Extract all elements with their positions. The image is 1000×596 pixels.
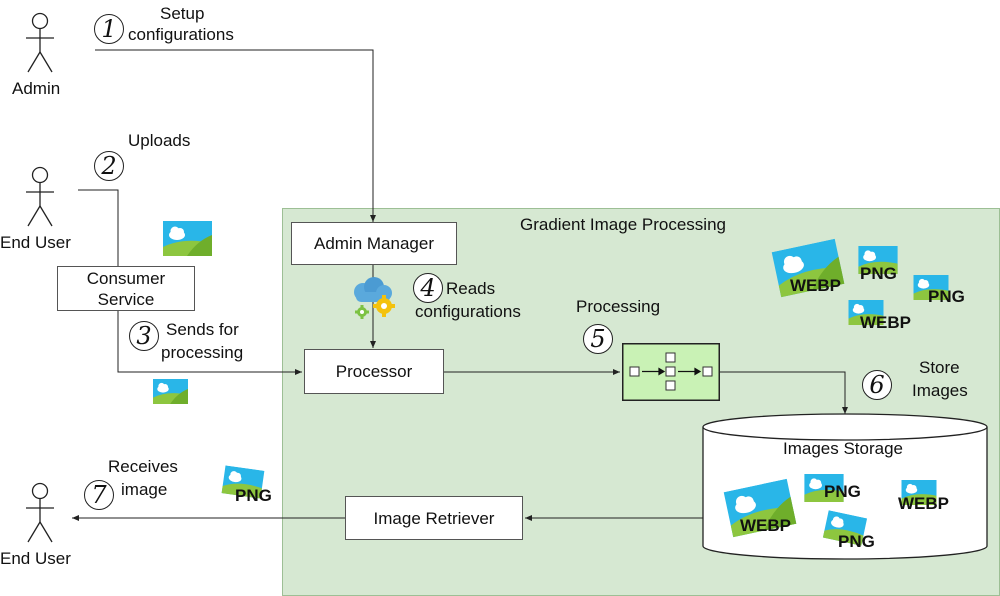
cloud-gear-icon bbox=[354, 277, 395, 319]
region-title: Gradient Image Processing bbox=[520, 215, 726, 234]
step-1-label-line2: configurations bbox=[128, 25, 234, 44]
format-png-label: PNG bbox=[860, 264, 897, 283]
step-5-label: Processing bbox=[576, 297, 661, 316]
step-3-badge: 3 bbox=[129, 321, 159, 351]
image-icon bbox=[901, 480, 937, 505]
step-3-label-line2: processing bbox=[161, 343, 244, 362]
image-icon bbox=[221, 465, 265, 499]
person-icon bbox=[26, 12, 54, 73]
format-png-label: PNG bbox=[824, 482, 861, 501]
image-icon bbox=[771, 238, 845, 298]
consumer-service-label-line2: Service bbox=[97, 289, 155, 309]
image-retriever-box: Image Retriever bbox=[345, 496, 523, 540]
format-png-label: PNG bbox=[928, 287, 965, 306]
image-icon bbox=[163, 221, 212, 256]
actor-admin-label: Admin bbox=[12, 79, 61, 98]
step-7-label-line2: image bbox=[121, 480, 168, 499]
image-icon bbox=[723, 478, 797, 538]
processor-label: Processor bbox=[335, 362, 413, 381]
step-4-label-line2: configurations bbox=[415, 302, 521, 321]
format-webp-label: WEBP bbox=[790, 276, 841, 295]
pipeline-icon bbox=[622, 343, 720, 401]
step-3-label-line1: Sends for bbox=[166, 320, 239, 339]
step-5-badge: 5 bbox=[583, 324, 613, 354]
consumer-service-label-line1: Consumer bbox=[86, 268, 166, 288]
step-1-label-line1: Setup bbox=[160, 4, 205, 23]
consumer-service-box: Consumer Service bbox=[57, 266, 195, 311]
step-6-label-line1: Store bbox=[919, 358, 960, 377]
step-2-label: Uploads bbox=[128, 131, 191, 150]
image-icon bbox=[153, 379, 188, 404]
format-png-label: PNG bbox=[838, 532, 875, 551]
person-icon bbox=[26, 482, 54, 543]
format-webp-label: WEBP bbox=[860, 313, 911, 332]
image-icon bbox=[804, 474, 844, 502]
arrow-admin-to-admin-manager bbox=[95, 49, 376, 222]
format-png-label: PNG bbox=[235, 486, 272, 505]
admin-manager-box: Admin Manager bbox=[291, 222, 457, 265]
actor-end-user-top-label: End User bbox=[0, 233, 71, 252]
processor-box: Processor bbox=[304, 349, 444, 394]
step-6-badge: 6 bbox=[862, 370, 892, 400]
arrow-consumer-to-processor bbox=[117, 311, 302, 375]
image-icon bbox=[913, 275, 949, 300]
line-user-to-consumer bbox=[78, 189, 119, 266]
image-icon bbox=[858, 246, 898, 274]
image-icon bbox=[822, 510, 868, 546]
step-4-label-line1: Reads bbox=[446, 279, 496, 298]
step-7-label-line1: Receives bbox=[108, 457, 178, 476]
image-retriever-label: Image Retriever bbox=[373, 508, 495, 528]
images-storage-label: Images Storage bbox=[783, 439, 904, 458]
arrow-processing-to-storage bbox=[720, 371, 848, 414]
person-icon bbox=[26, 166, 54, 227]
step-7-badge: 7 bbox=[84, 480, 114, 510]
format-webp-label: WEBP bbox=[740, 516, 791, 535]
actor-end-user-bottom-label: End User bbox=[0, 549, 71, 568]
step-4-badge: 4 bbox=[413, 273, 443, 303]
image-icon bbox=[848, 300, 884, 325]
step-1-badge: 1 bbox=[94, 14, 124, 44]
step-2-badge: 2 bbox=[94, 151, 124, 181]
format-webp-label: WEBP bbox=[898, 494, 949, 513]
admin-manager-label: Admin Manager bbox=[313, 234, 434, 253]
step-6-label-line2: Images bbox=[912, 381, 968, 400]
